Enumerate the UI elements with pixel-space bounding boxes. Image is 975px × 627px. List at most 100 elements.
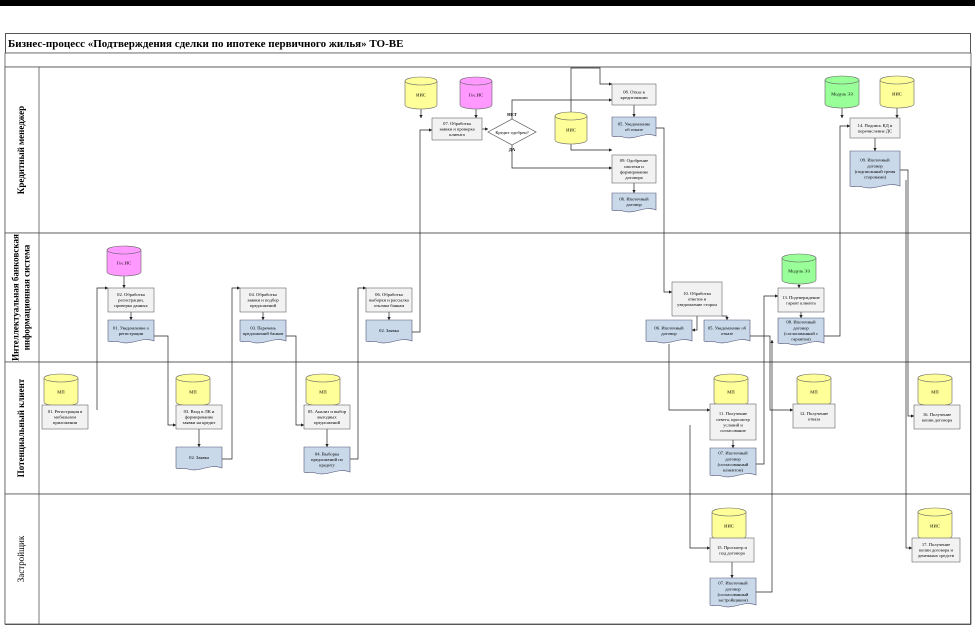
connector-1 (96, 286, 109, 410)
db-module-2-database-icon: Модуль ЭЗ (781, 253, 817, 285)
diagram-title: Бизнес-процесс «Подтверждения сделки по … (8, 38, 404, 50)
db-mp-3-database-icon: МП (305, 373, 341, 407)
connector-21 (750, 335, 794, 412)
connector-11 (412, 128, 433, 333)
connector-25 (824, 124, 851, 337)
svg-text:02. Заявка: 02. Заявка (379, 328, 399, 333)
connector-3 (154, 335, 177, 427)
svg-text:ИИС: ИИС (724, 524, 734, 529)
svg-text:ИИС: ИИС (930, 524, 940, 529)
svg-text:МП: МП (810, 390, 818, 395)
connector-9 (350, 286, 367, 460)
svg-text:Модуль ЭЗ: Модуль ЭЗ (788, 269, 810, 274)
lane-header-developer (4, 493, 40, 625)
connector-23 (756, 294, 779, 465)
connector-18 (691, 316, 698, 332)
db-ibis-1-database-icon: ИИС (404, 76, 438, 110)
connector-7 (286, 335, 305, 427)
lane-label-ibis: Интеллектуальная банковскаяинформационна… (11, 234, 32, 361)
lane-label-developer: Застройщик (16, 535, 26, 582)
connector-28 (689, 425, 711, 550)
db-gos-2-database-icon: Гос.ИС (106, 245, 142, 277)
lane-header-ibis (4, 232, 40, 363)
svg-text:МП: МП (319, 390, 327, 395)
svg-text:Модуль ЭЗ: Модуль ЭЗ (831, 92, 853, 97)
db-module-1-database-icon: Модуль ЭЗ (824, 75, 860, 109)
db-ibis-2-database-icon: ИИС (554, 111, 588, 145)
svg-text:02. Заявка: 02. Заявка (189, 455, 209, 460)
db-ibis-3-database-icon: ИИС (879, 75, 915, 109)
lane-header-client (4, 361, 40, 495)
lane-developer (4, 493, 972, 625)
decision-label: Кредит одобрен? (495, 130, 528, 135)
lane-label-credit-manager: Кредитный менеджер (16, 106, 26, 194)
connector-20 (668, 344, 711, 412)
connector-47 (570, 67, 613, 112)
lane-header-credit-manager (4, 66, 40, 234)
db-ibis-5-database-icon: ИИС (917, 507, 953, 541)
svg-text:ИИС: ИИС (892, 92, 902, 97)
svg-text:МП: МП (57, 390, 65, 395)
db-mp-1-database-icon: МП (43, 373, 79, 407)
db-mp-5-database-icon: МП (796, 373, 832, 407)
connector-15 (656, 127, 673, 294)
svg-text:МП: МП (727, 390, 735, 395)
window-top-bar (0, 0, 975, 6)
db-gos-1-database-icon: Гос.ИС (459, 76, 493, 110)
svg-text:ИИС: ИИС (566, 128, 576, 133)
svg-text:МП: МП (189, 390, 197, 395)
connector-13 (511, 98, 613, 120)
connector-14 (511, 144, 613, 170)
connector-27 (900, 169, 915, 418)
